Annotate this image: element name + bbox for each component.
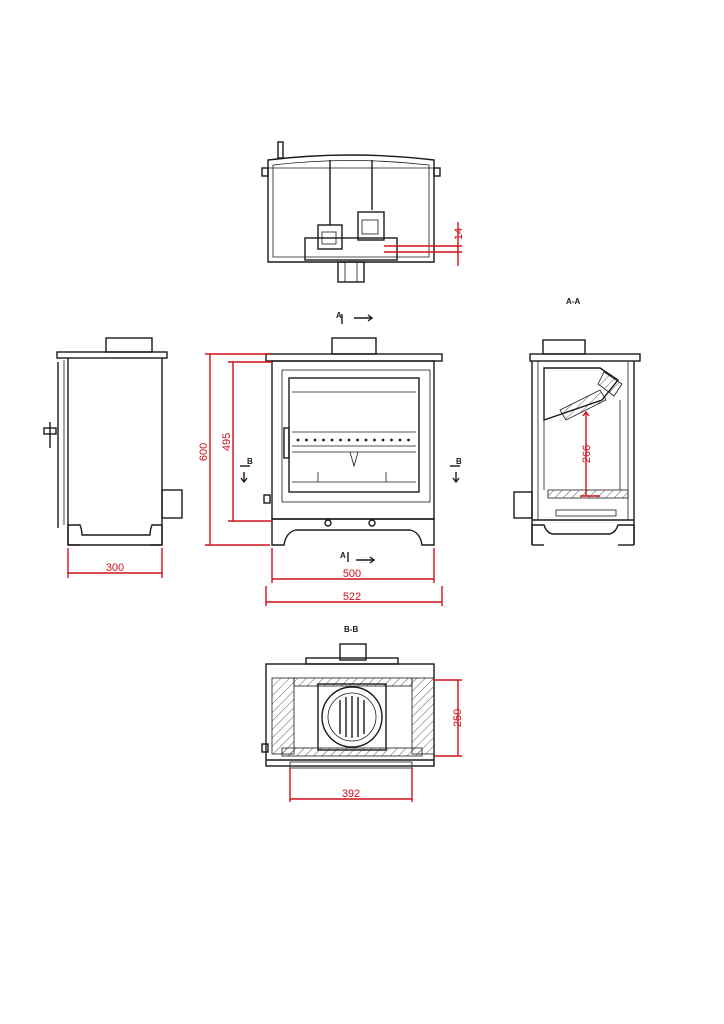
dim-front-height-total-label: 600 xyxy=(198,443,210,461)
dim-front-height-total: 600 xyxy=(198,353,270,546)
section-title-aa: A-A xyxy=(566,297,580,306)
dim-front-height-body-label: 495 xyxy=(221,433,233,451)
dim-side-depth-label: 300 xyxy=(106,562,124,574)
grate-dot xyxy=(381,438,385,442)
dim-front-width-total-label: 522 xyxy=(343,591,361,603)
section-title-bb: B-B xyxy=(344,625,358,634)
section-arrow-a-bottom: A xyxy=(340,551,376,564)
front-view xyxy=(263,337,443,546)
grate-dot xyxy=(322,438,325,442)
grate-dot xyxy=(339,438,342,442)
grate-dot xyxy=(330,438,334,442)
dim-plan-depth: 250 xyxy=(434,679,464,757)
dim-front-width-body: 500 xyxy=(271,548,435,583)
section-tag-a-bottom: A xyxy=(340,551,346,560)
section-tag-a-top: A xyxy=(336,311,342,320)
section-arrow-b-left: B xyxy=(240,457,253,484)
dim-side-depth: 300 xyxy=(67,548,163,578)
dim-plan-width-label: 392 xyxy=(342,788,360,800)
dim-top-offset-label: 14 xyxy=(453,228,465,240)
dim-front-height-body: 495 xyxy=(221,361,272,522)
grate-dot xyxy=(305,438,308,442)
dim-front-width-total: 522 xyxy=(265,586,443,606)
dim-section-height-label: 266 xyxy=(581,445,593,463)
section-tag-b-right: B xyxy=(456,457,462,466)
section-arrow-a-top: A xyxy=(336,311,374,324)
grate-dot xyxy=(347,438,351,442)
grate-dot xyxy=(296,438,300,442)
grate-dot xyxy=(398,438,402,442)
grate-dot xyxy=(390,438,393,442)
side-view xyxy=(43,337,183,546)
dim-plan-depth-label: 250 xyxy=(452,709,464,727)
dim-section-height: 266 xyxy=(580,410,600,497)
grate-dot xyxy=(313,438,317,442)
dim-front-width-body-label: 500 xyxy=(343,568,361,580)
grate-dot xyxy=(356,438,359,442)
top-view: 14 xyxy=(261,141,465,283)
grate-dot xyxy=(407,438,410,442)
dim-plan-width: 392 xyxy=(289,768,413,802)
section-aa-view xyxy=(513,339,641,546)
grate-dot xyxy=(364,438,368,442)
section-arrow-b-right: B xyxy=(450,457,462,484)
section-tag-b-left: B xyxy=(247,457,253,466)
section-bb-view xyxy=(261,643,435,769)
front-grate-dots xyxy=(296,438,410,442)
grate-dot xyxy=(373,438,376,442)
